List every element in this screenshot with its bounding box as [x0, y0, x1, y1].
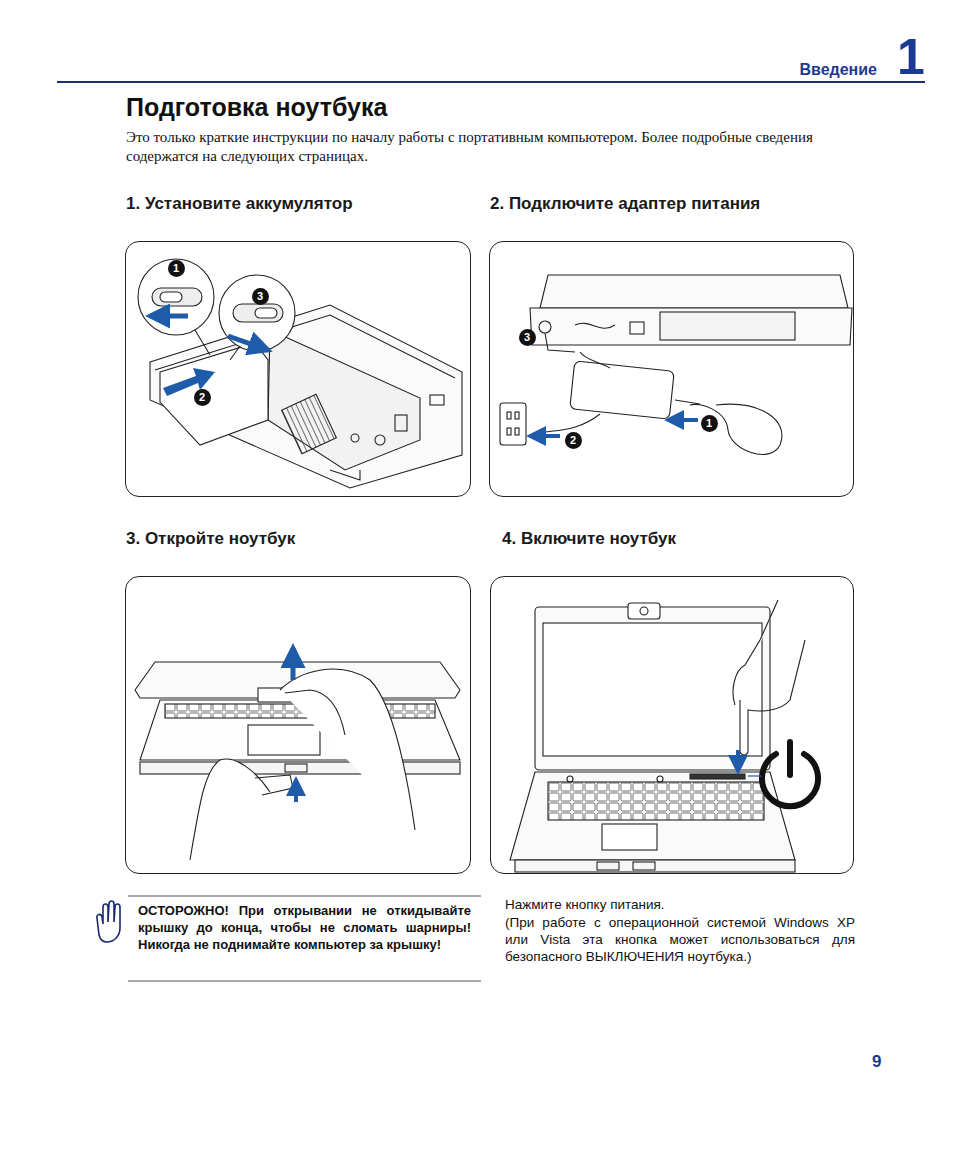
step-panel: 4. Включите ноутбук	[490, 528, 854, 874]
page-number: 9	[872, 1051, 881, 1072]
battery-illustration	[138, 259, 462, 488]
callout-number: 2	[194, 389, 211, 406]
chapter-number: 1	[897, 30, 925, 84]
warning-rule	[128, 896, 481, 897]
hand-icon	[97, 901, 120, 942]
instruction-text: Нажмите кнопку питания.	[505, 896, 855, 913]
warning-text: ОСТОРОЖНО! При открывании не откидывайте…	[138, 902, 471, 953]
callout-number: 1	[168, 260, 185, 277]
callout-number: 1	[701, 415, 718, 432]
section-name: Введение	[799, 60, 877, 80]
adapter-illustration	[500, 275, 852, 454]
panel-frame	[490, 576, 854, 874]
power-symbol	[748, 742, 818, 806]
step-heading: 3. Откройте ноутбук	[126, 528, 471, 550]
header-rule	[57, 81, 925, 83]
step-panel: 3. Откройте ноутбук	[125, 528, 471, 874]
intro-text: Это только краткие инструкции по началу …	[126, 128, 861, 166]
step-heading: 1. Установите аккумулятор	[126, 193, 471, 215]
warning-rule	[128, 981, 481, 982]
step-panel: 1. Установите аккумулятор	[125, 193, 471, 497]
callout-number: 3	[519, 329, 536, 346]
panel-frame	[125, 576, 471, 874]
step-heading: 2. Подключите адаптер питания	[490, 193, 854, 215]
power-illustration	[510, 600, 805, 872]
step-heading: 4. Включите ноутбук	[502, 528, 854, 550]
direction-arrows	[738, 750, 739, 771]
panel-frame	[125, 241, 471, 497]
step-panel: 2. Подключите адаптер питания	[489, 193, 854, 497]
direction-arrows	[150, 316, 268, 396]
page-title: Подготовка ноутбука	[126, 92, 387, 122]
callout-number: 3	[252, 288, 269, 305]
open-illustration	[135, 662, 460, 860]
instruction-note: (При работе с операционной системой Wind…	[505, 914, 855, 965]
callout-number: 2	[565, 432, 582, 449]
panel-frame	[489, 241, 854, 497]
direction-arrows	[530, 420, 698, 436]
direction-arrows	[293, 648, 296, 802]
